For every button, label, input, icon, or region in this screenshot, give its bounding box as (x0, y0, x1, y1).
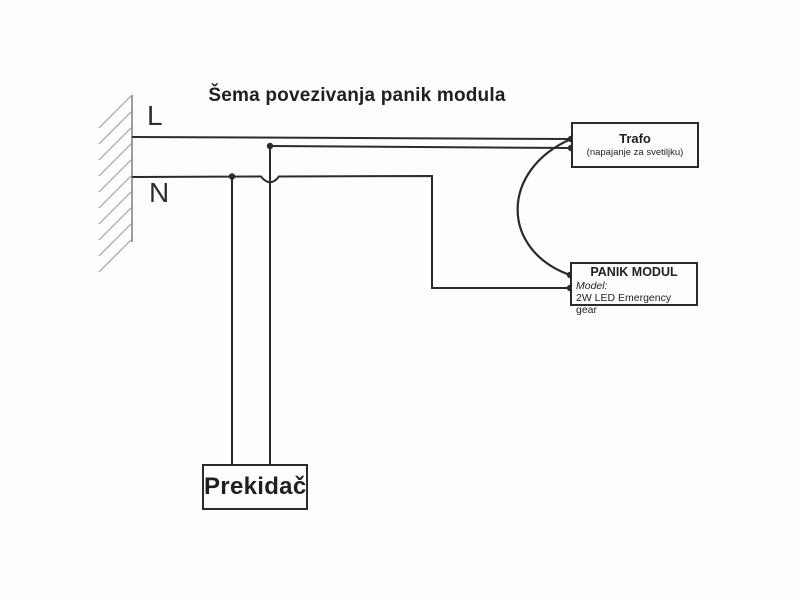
prekidac-label: Prekidač (204, 473, 307, 500)
trafo-subtitle: (napajanje za svetiljku) (586, 146, 684, 158)
label-neutral-conductor: N (149, 177, 170, 208)
label-live-conductor: L (147, 100, 163, 131)
wall-hatch (98, 94, 133, 273)
live-wire (131, 136, 572, 140)
panik-modul-model-label: Model: (576, 279, 608, 292)
prekidac-box: Prekidač (202, 464, 308, 510)
panik-modul-model-value: 2W LED Emergency gear (576, 291, 672, 316)
junction-dot-feed-tap (266, 142, 274, 150)
diagram-title: Šema povezivanja panik modula (208, 85, 506, 106)
neutral-wire (131, 174, 570, 289)
panik-modul-title: PANIK MODUL (590, 265, 678, 279)
trafo-title: Trafo (619, 130, 651, 146)
trafo-to-panik-curve (516, 137, 572, 277)
junction-dot-neutral-tap (228, 173, 236, 180)
trafo-box: Trafo (napajanje za svetiljku) (571, 122, 699, 168)
trafo-feed-wire (269, 145, 572, 149)
panik-modul-box: PANIK MODUL Model: 2W LED Emergency gear (570, 262, 698, 316)
